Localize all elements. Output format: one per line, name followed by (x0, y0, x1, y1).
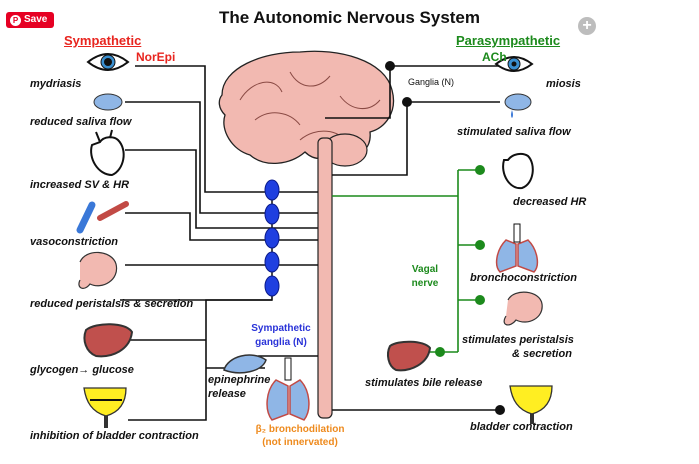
sympathetic-ganglion-4 (264, 251, 280, 273)
effect-miosis: miosis (546, 78, 581, 90)
blood-vessel-icon-left (76, 201, 129, 234)
parasympathetic-header: Parasympathetic (456, 33, 561, 48)
sympathetic-ganglion-5 (264, 275, 280, 297)
bladder-icon-left (83, 387, 127, 428)
effect-vasoconstriction: vasoconstriction (30, 236, 119, 248)
sympathetic-ganglion-3 (264, 227, 280, 249)
effect-stimulates-peristalsis: stimulates peristalsis (462, 334, 574, 346)
salivary-gland-icon-left (93, 93, 123, 111)
effect-bladder-contraction: bladder contraction (470, 421, 573, 433)
liver-icon-right (387, 340, 432, 372)
parasympathetic-ganglion-bladder (495, 405, 505, 415)
vagal-nerve-label-2: nerve (411, 278, 439, 289)
effect-glycogen-glucose: glycogen→ glucose (30, 364, 134, 376)
vagal-ganglion-lung (475, 240, 485, 250)
effect-mydriasis: mydriasis (30, 78, 82, 90)
effect-bronchoconstriction: bronchoconstriction (470, 272, 577, 284)
parasympathetic-ganglion-saliva (402, 97, 412, 107)
eye-icon-left (86, 53, 130, 71)
ganglia-n-label: Ganglia (N) (408, 77, 455, 87)
effect-stimulated-saliva: stimulated saliva flow (457, 126, 571, 138)
sympathetic-ganglion-2 (264, 203, 280, 225)
eye-icon-right (494, 56, 534, 72)
vagal-ganglion-heart (475, 165, 485, 175)
stomach-icon-right (503, 291, 543, 326)
effect-and-secretion: & secretion (512, 348, 572, 360)
parasympathetic-transmitter: ACh (482, 50, 507, 64)
vagal-nerve-label-1: Vagal (411, 264, 439, 275)
sympathetic-ganglion-1 (264, 179, 280, 201)
stomach-icon-left (78, 251, 118, 289)
diagram-title: The Autonomic Nervous System (218, 8, 481, 27)
vagal-ganglion-liver (435, 347, 445, 357)
liver-icon-left (83, 323, 134, 358)
sympathetic-ganglia-label-1: Sympathetic (251, 323, 311, 334)
bladder-icon-right (509, 385, 553, 424)
lungs-icon-center (266, 357, 310, 421)
vagal-ganglion-gut (475, 295, 485, 305)
beta2-label-2: (not innervated) (262, 437, 338, 448)
effect-reduced-saliva: reduced saliva flow (30, 116, 132, 128)
effect-bile-release: stimulates bile release (365, 377, 483, 389)
spinal-cord (317, 137, 333, 419)
effect-reduced-peristalsis: reduced peristalsis & secretion (30, 298, 194, 310)
sympathetic-transmitter: NorEpi (136, 50, 176, 64)
effect-inhibit-bladder: inhibition of bladder contraction (30, 430, 199, 442)
lungs-icon-right (495, 223, 539, 273)
adrenal-label-line1: epinephrine (208, 374, 271, 386)
adrenal-label-line2: release (208, 388, 246, 400)
adrenal-gland-icon (223, 354, 267, 374)
sympathetic-header: Sympathetic (64, 33, 142, 48)
parasympathetic-ganglion-eye (385, 61, 395, 71)
sympathetic-ganglia-label-2: ganglia (N) (255, 337, 307, 348)
beta2-label-1: β₂ bronchodilation (255, 424, 345, 435)
effect-increased-sv-hr: increased SV & HR (30, 179, 130, 191)
heart-icon-right (502, 152, 534, 190)
plus-icon[interactable]: + (578, 17, 596, 35)
salivary-gland-icon-right (504, 93, 532, 118)
pin-icon: P (10, 15, 21, 26)
brain (218, 50, 395, 165)
effect-decreased-hr: decreased HR (513, 196, 587, 208)
heart-icon-left (90, 129, 125, 177)
